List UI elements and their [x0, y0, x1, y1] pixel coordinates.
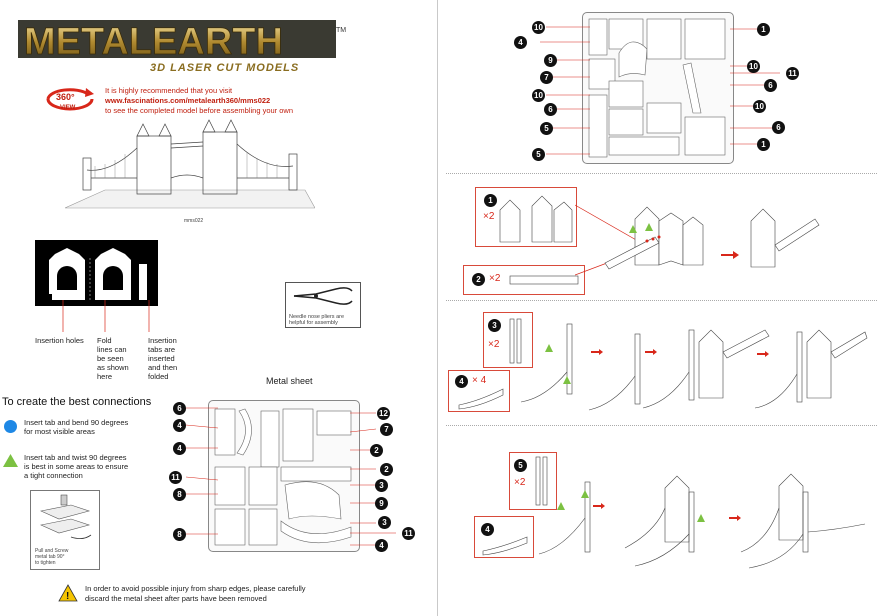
step5-qty: ×2 [514, 477, 526, 488]
svg-text:METALEARTH: METALEARTH [24, 21, 283, 60]
top-sheet-part-badge: 9 [544, 54, 557, 67]
section-divider [446, 425, 877, 426]
step4-qty: × 4 [472, 375, 487, 386]
warning-icon: ! [58, 584, 78, 602]
step3-part-box: 3 ×2 [483, 312, 533, 368]
step2-part-box: 2 ×2 [463, 265, 585, 295]
top-sheet-part-badge: 10 [747, 60, 760, 73]
sheet-part-badge: 8 [173, 528, 186, 541]
top-sheet-part-badge: 5 [532, 148, 545, 161]
section-divider [446, 173, 877, 174]
top-sheet-part-badge: 6 [544, 103, 557, 116]
top-sheet-part-badge: 1 [757, 138, 770, 151]
step5-assembly-diagram [538, 473, 866, 569]
sheet-part-badge: 4 [173, 419, 186, 432]
twist-tip-text: Insert tab and twist 90 degrees is best … [24, 453, 129, 480]
connections-title: To create the best connections [2, 396, 152, 408]
step5-part-box: 5 ×2 [509, 452, 557, 510]
metal-sheet-leader-lines [185, 407, 396, 546]
sheet-part-badge: 11 [169, 471, 182, 484]
step4-part-badge: 4 [455, 375, 468, 388]
sheet-part-badge: 7 [380, 423, 393, 436]
svg-text:!: ! [66, 591, 69, 602]
step5-part-badge: 5 [514, 459, 527, 472]
step1-qty: ×2 [483, 211, 495, 222]
svg-text:VIEW: VIEW [60, 105, 76, 111]
insertion-holes-label: Insertion holes [35, 336, 84, 345]
top-sheet-part-badge: 6 [764, 79, 777, 92]
pliers-tip-box: Needle nose pliers are helpful for assem… [285, 282, 361, 328]
top-sheet-part-badge: 6 [772, 121, 785, 134]
step1-part-box: 1 ×2 [475, 187, 577, 247]
step3-assembly-diagram [520, 323, 868, 411]
sheet-part-badge: 3 [375, 479, 388, 492]
step3-qty: ×2 [488, 339, 500, 350]
bend-tip-text: Insert tab and bend 90 degrees for most … [24, 418, 129, 436]
step6-part-badge: 4 [481, 523, 494, 536]
visit-website-note: It is highly recommended that you visit … [105, 86, 294, 115]
logo-subtitle: 3D LASER CUT MODELS [150, 62, 300, 74]
svg-text:360°: 360° [56, 92, 75, 102]
sheet-part-badge: 9 [375, 497, 388, 510]
top-sheet-leader-lines [540, 26, 780, 155]
model-url-link[interactable]: www.fascinations.com/metalearth360/mms02… [105, 96, 271, 105]
pull-screw-diagram: Pull and Screw metal tab 90° to tighten [30, 490, 100, 570]
insertion-tabs-label: Insertion tabs are inserted and then fol… [148, 336, 178, 381]
sheet-part-badge: 4 [375, 539, 388, 552]
step1-assembly-diagram [575, 204, 820, 276]
step2-part-badge: 2 [472, 273, 485, 286]
metal-earth-logo: METALEARTH TM [18, 18, 348, 60]
step6-part-box: 4 [474, 516, 534, 558]
warning-text: In order to avoid possible injury from s… [85, 584, 306, 603]
metal-sheet-diagram [208, 400, 360, 552]
bend-tip-icon [4, 420, 17, 433]
top-sheet-part-badge: 1 [757, 23, 770, 36]
top-sheet-part-badge: 11 [786, 67, 799, 80]
sheet-part-badge: 11 [402, 527, 415, 540]
top-sheet-part-badge: 5 [540, 122, 553, 135]
fold-lines-label: Fold lines can be seen as shown here [97, 336, 129, 381]
page-divider [437, 0, 438, 616]
sheet-part-badge: 2 [370, 444, 383, 457]
sheet-part-badge: 12 [377, 407, 390, 420]
section-divider [446, 300, 877, 301]
sheet-part-badge: 4 [173, 442, 186, 455]
insertion-diagram [35, 240, 158, 306]
360-view-icon[interactable]: 360° VIEW [42, 84, 98, 114]
step3-part-badge: 3 [488, 319, 501, 332]
step1-part-badge: 1 [484, 194, 497, 207]
model-code: mms022 [184, 218, 204, 224]
sheet-part-badge: 6 [173, 402, 186, 415]
sheet-part-badge: 3 [378, 516, 391, 529]
step4-part-box: 4 × 4 [448, 370, 510, 412]
tower-bridge-model-image [64, 118, 316, 214]
top-sheet-part-badge: 10 [753, 100, 766, 113]
top-metal-sheet-diagram [582, 12, 734, 164]
svg-text:TM: TM [336, 27, 346, 34]
sheet-part-badge: 2 [380, 463, 393, 476]
top-sheet-part-badge: 10 [532, 21, 545, 34]
top-sheet-part-badge: 10 [532, 89, 545, 102]
metal-sheet-title: Metal sheet [266, 376, 313, 386]
pliers-icon [293, 287, 353, 305]
insertion-leader-lines [62, 300, 150, 332]
top-sheet-part-badge: 7 [540, 71, 553, 84]
step2-qty: ×2 [489, 273, 501, 284]
twist-tip-icon [3, 454, 18, 467]
sheet-part-badge: 8 [173, 488, 186, 501]
top-sheet-part-badge: 4 [514, 36, 527, 49]
